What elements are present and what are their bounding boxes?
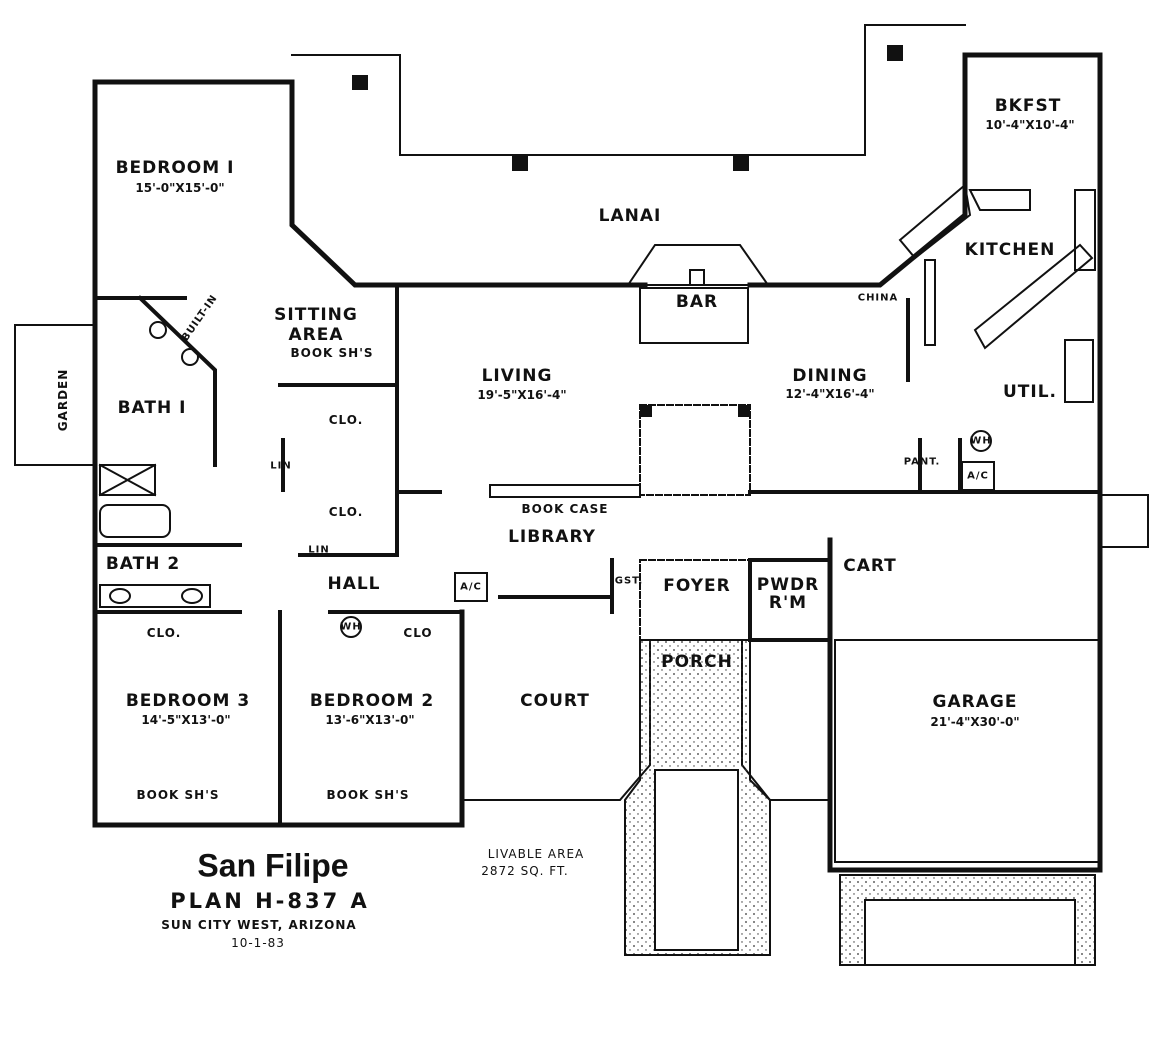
bkfst-size: 10'-4"X10'-4" — [985, 118, 1075, 132]
garden-box — [14, 324, 96, 466]
bath1-label: BATH I — [117, 398, 187, 418]
dining-size: 12'-4"X16'-4" — [785, 387, 875, 401]
livable-area-label: LIVABLE AREA — [487, 847, 585, 861]
court-label: COURT — [520, 691, 590, 711]
plan-title: San Filipe — [197, 847, 349, 884]
exterior-walls — [92, 52, 1103, 873]
dining-label: DINING — [792, 366, 868, 386]
util-label: UTIL. — [1002, 382, 1058, 402]
kitchen-counters — [898, 183, 1096, 403]
bedroom2-bookshelves-label: BOOK SH'S — [326, 788, 410, 802]
kitchen-label: KITCHEN — [964, 240, 1056, 260]
linen-label: LIN — [270, 460, 292, 472]
bedroom3-label: BEDROOM 3 — [125, 691, 251, 711]
garage-label: GARAGE — [932, 692, 1018, 712]
cart-label: CART — [843, 556, 897, 576]
library-label: LIBRARY — [508, 527, 596, 547]
living-size: 19'-5"X16'-4" — [477, 388, 567, 402]
livable-area-value: 2872 SQ. FT. — [481, 864, 569, 878]
closet-label: CLO. — [146, 626, 182, 640]
closet-label: CLO. — [328, 505, 364, 519]
powder-room-label: PWDR — [756, 575, 820, 595]
sitting-label: SITTING — [274, 305, 358, 325]
bedroom2-label: BEDROOM 2 — [309, 691, 435, 711]
plan-number: PLAN H-837 A — [170, 889, 370, 913]
ac-label: A/C — [460, 581, 482, 593]
sitting-bookshelves-label: BOOK SH'S — [290, 346, 374, 360]
bkfst-label: BKFST — [994, 96, 1062, 116]
bath-fixtures — [98, 321, 641, 608]
pantry-label: PANT. — [903, 456, 941, 468]
closet-label: CLO — [403, 626, 433, 640]
bedroom3-size: 14'-5"X13'-0" — [141, 713, 231, 727]
ac-label: A/C — [967, 470, 989, 482]
linen-label: LIN — [308, 544, 330, 556]
water-heater-label: WH — [970, 435, 992, 447]
water-heater-label: WH — [340, 621, 362, 633]
plan-date: 10-1-83 — [231, 936, 285, 950]
porch-label: PORCH — [661, 652, 733, 672]
hall-label: HALL — [327, 574, 381, 594]
bar-label: BAR — [675, 292, 719, 312]
area-label: AREA — [288, 325, 344, 345]
lanai-label: LANAI — [598, 206, 662, 226]
interior-walls — [93, 283, 1102, 827]
bookcase-label: BOOK CASE — [521, 502, 609, 516]
bedroom1-label: BEDROOM I — [115, 158, 235, 178]
closet-label: CLO. — [328, 413, 364, 427]
bedroom2-size: 13'-6"X13'-0" — [325, 713, 415, 727]
living-label: LIVING — [481, 366, 553, 386]
china-label: CHINA — [857, 292, 899, 304]
plan-location: SUN CITY WEST, ARIZONA — [161, 918, 357, 932]
bath2-label: BATH 2 — [105, 554, 181, 574]
bedroom3-bookshelves-label: BOOK SH'S — [136, 788, 220, 802]
powder-room-label-2: R'M — [768, 593, 808, 613]
foyer-label: FOYER — [663, 576, 731, 596]
garden-label: GARDEN — [56, 368, 70, 432]
garage-size: 21'-4"X30'-0" — [930, 715, 1020, 729]
guest-closet-label: GST. — [614, 575, 644, 587]
bar-structure — [626, 244, 770, 496]
bedroom1-size: 15'-0"X15'-0" — [135, 181, 225, 195]
lanai-outline — [291, 24, 966, 156]
paved-walkways — [624, 639, 1096, 966]
